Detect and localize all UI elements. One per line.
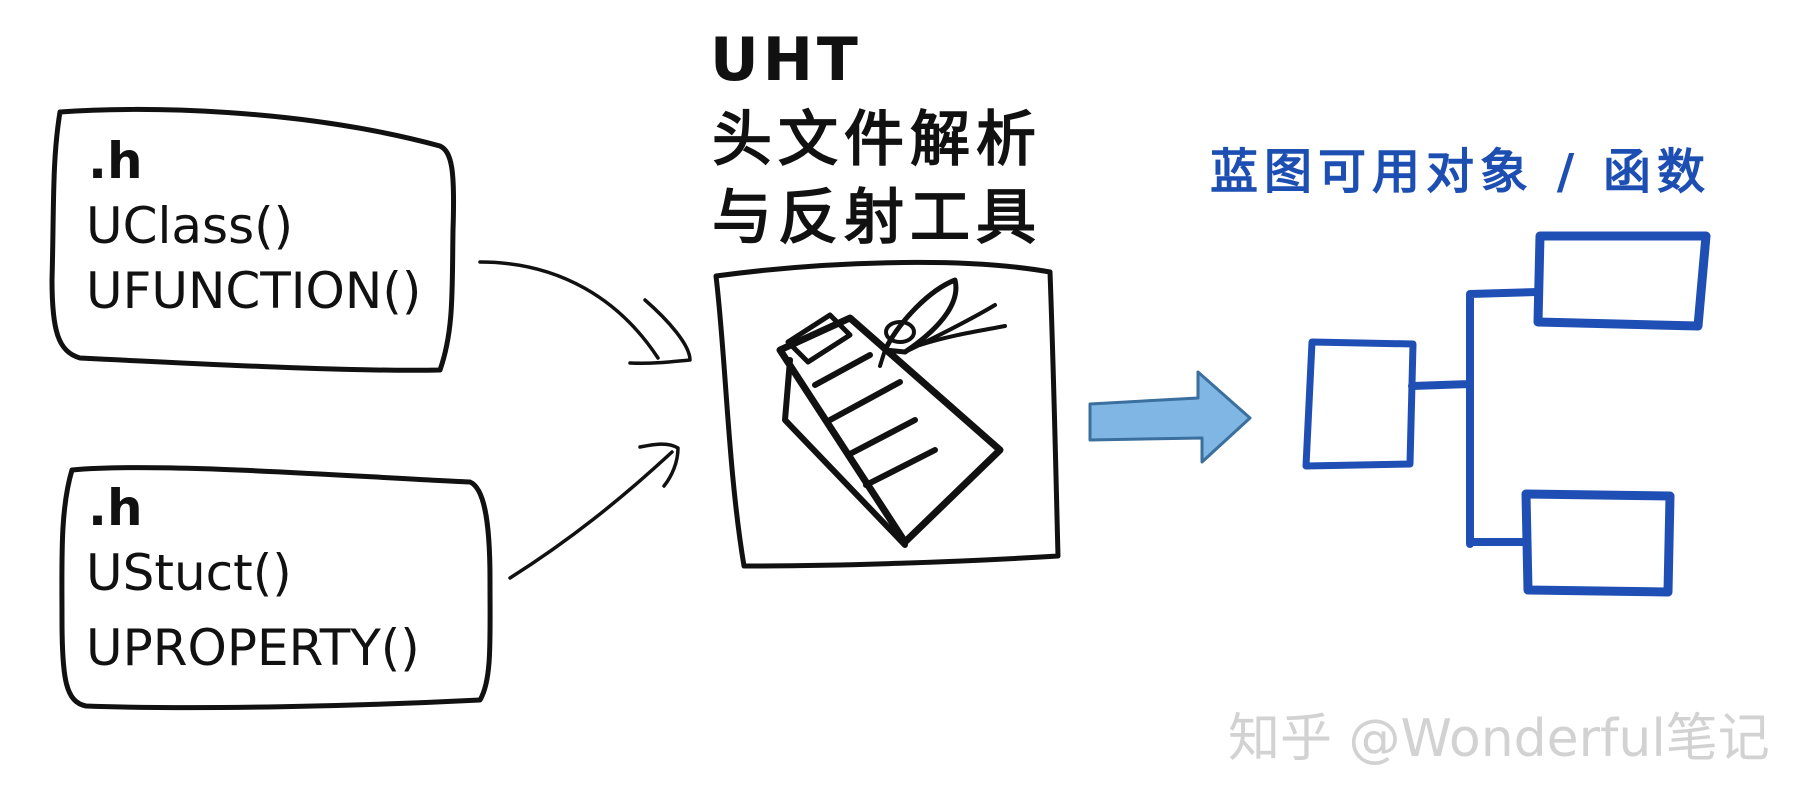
- source-box-2-outline: [59, 465, 493, 711]
- source-box-ustruct: .h UStuct() UPROPERTY(): [59, 465, 493, 711]
- tree-root-node: [1302, 338, 1417, 470]
- tool-title: UHT 头文件解析 与反射工具: [710, 25, 1042, 253]
- right-arrow-icon: [1088, 370, 1252, 464]
- source-box-1-line-2: UClass(): [86, 197, 293, 255]
- source-box-2-line-3: UPROPERTY(): [86, 619, 420, 677]
- source-box-uclass: .h UClass() UFUNCTION(): [49, 106, 457, 373]
- source-box-1-line-1: .h: [88, 132, 143, 190]
- tool-box: [713, 259, 1061, 569]
- tree-diagram-icon: [1302, 231, 1711, 597]
- tree-connector: [1408, 288, 1542, 548]
- source-box-2-line-1: .h: [88, 479, 143, 537]
- tool-box-outline: [713, 259, 1061, 569]
- arrow-from-box-1: [478, 260, 660, 360]
- source-box-2-line-2: UStuct(): [86, 544, 292, 602]
- input-arrows: [478, 260, 692, 580]
- source-box-1-line-3: UFUNCTION(): [86, 262, 421, 320]
- source-box-1-outline: [49, 106, 457, 373]
- document-pen-icon: [776, 277, 1007, 548]
- tool-title-reflection: 与反射工具: [712, 183, 1042, 253]
- watermark: 知乎 @Wonderful笔记: [1228, 709, 1770, 769]
- output-title: 蓝图可用对象 / 函数: [1210, 144, 1711, 200]
- tree-child-node-top: [1533, 231, 1711, 331]
- tool-title-parser: 头文件解析: [712, 105, 1042, 175]
- tree-child-node-bottom: [1521, 489, 1675, 597]
- tool-title-uht: UHT: [710, 25, 862, 95]
- arrow-from-box-2: [508, 450, 674, 580]
